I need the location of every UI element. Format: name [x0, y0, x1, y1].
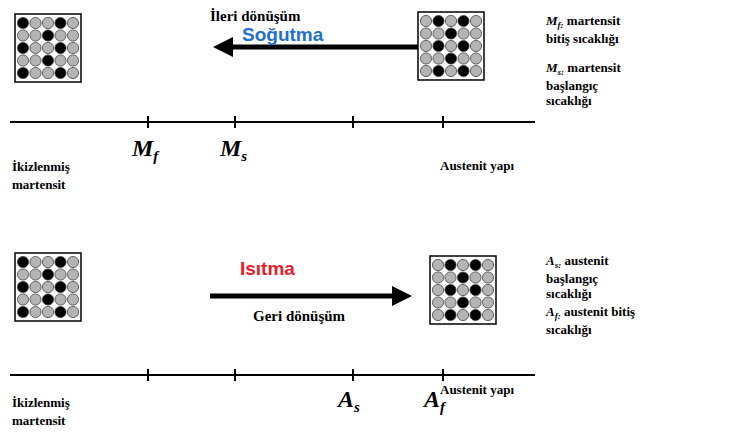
label-text: İleri dönüşüm	[210, 8, 300, 24]
symbol: M	[546, 13, 558, 28]
subscript: f:	[558, 20, 564, 30]
temperature-axis	[10, 374, 535, 376]
martensite-lattice	[15, 14, 81, 82]
subscript: f	[153, 148, 158, 164]
phase-label: İkizlenmiş martensit	[12, 394, 112, 429]
process-name: Soğutma	[242, 24, 323, 46]
phase-label: İkizlenmiş martensit	[12, 158, 112, 193]
definition-note: Mf: martensit bitiş sıcaklığı	[546, 13, 646, 46]
axis-ticks	[148, 116, 443, 381]
symbol: A	[546, 304, 555, 319]
symbol: A	[424, 386, 440, 412]
subscript: s	[241, 148, 247, 164]
process-name: Isıtma	[240, 258, 295, 280]
austenite-lattice	[430, 256, 496, 324]
definition-note: Ms: martensit başlangıç sıcaklığı	[546, 60, 646, 109]
label-text: Austenit yapı	[440, 158, 514, 173]
subscript: f:	[555, 311, 561, 321]
symbol: A	[338, 386, 354, 412]
symbol: M	[546, 60, 558, 75]
austenite-lattice	[418, 12, 484, 80]
phase-label: Austenit yapı	[440, 382, 514, 398]
process-title: İleri dönüşüm	[210, 8, 300, 25]
label-text: İkizlenmiş martensit	[12, 395, 70, 428]
temperature-label: Mf	[132, 136, 158, 164]
label-text: Soğutma	[242, 24, 323, 45]
label-text: Geri dönüşüm	[253, 308, 345, 324]
process-title: Geri dönüşüm	[253, 308, 345, 325]
temperature-label: As	[338, 387, 360, 415]
symbol: M	[132, 135, 153, 161]
definition-note: Af: austenit bitiş sıcaklığı	[546, 304, 641, 337]
subscript: s:	[558, 67, 565, 77]
symbol: M	[220, 135, 241, 161]
martensite-lattice	[15, 253, 81, 321]
subscript: f	[440, 399, 445, 415]
subscript: s	[354, 399, 360, 415]
phase-label: Austenit yapı	[440, 158, 514, 174]
cooling-arrow	[222, 45, 418, 50]
label-text: Austenit yapı	[440, 382, 514, 397]
label-text: Isıtma	[240, 258, 295, 279]
label-text: İkizlenmiş martensit	[12, 159, 70, 192]
subscript: s:	[555, 260, 562, 270]
temperature-axis	[10, 121, 535, 123]
definition-note: As: austenit başlangıç sıcaklığı	[546, 253, 641, 302]
temperature-label: Ms	[220, 136, 247, 164]
heating-arrow	[210, 294, 403, 299]
symbol: A	[546, 253, 555, 268]
